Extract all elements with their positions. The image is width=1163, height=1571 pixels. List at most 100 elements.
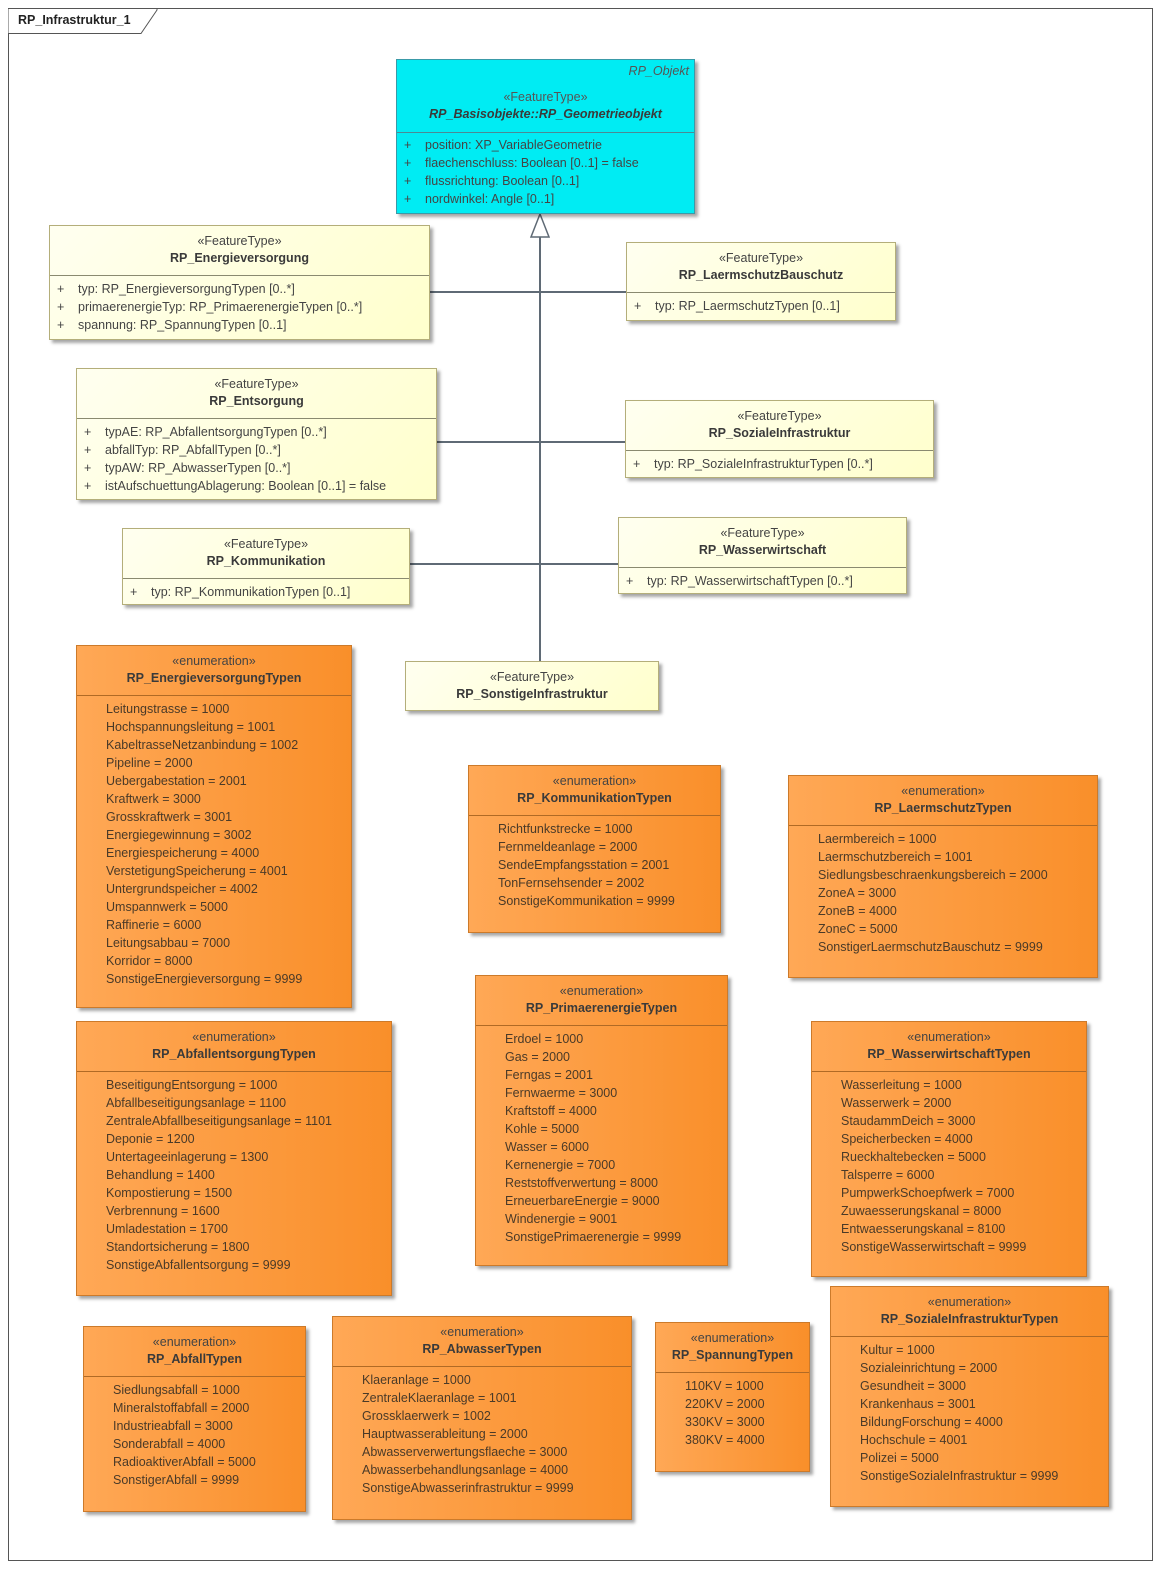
diagram-title: RP_Infrastruktur_1 [18,13,131,27]
enum-rp-abwassertypen[interactable]: «enumeration» RP_AbwasserTypen Klaeranlag… [332,1316,632,1520]
enum-stereotype: «enumeration» [152,1335,237,1349]
enum-literal: Erdoel = 1000 [505,1032,584,1046]
enum-rp-kommunikationtypen[interactable]: «enumeration»RP_KommunikationTypen Richt… [468,765,721,933]
enum-stereotype: «enumeration» [192,1030,276,1044]
enum-literal: Hochschule = 4001 [860,1433,968,1447]
class-separator [627,292,895,293]
attribute-row: +typAW: RP_AbwasserTypen [0..*] [84,461,291,475]
enum-literal: Hochspannungsleitung = 1001 [106,720,276,734]
generalization-arrowhead [529,211,551,238]
enum-literal: Wasserleitung = 1000 [841,1078,962,1092]
enum-name: RP_WasserwirtschaftTypen [867,1047,1031,1061]
class-rp-geometrieobjekt[interactable]: RP_Objekt «FeatureType» RP_Basisobjekte:… [396,59,695,214]
enum-literal: Klaeranlage = 1000 [362,1373,471,1387]
enum-literal: Energiegewinnung = 3002 [106,828,252,842]
class-name: RP_Entsorgung [209,394,304,408]
class-separator [77,418,436,419]
class-stereotype: «FeatureType» [737,409,822,423]
enum-literal: Speicherbecken = 4000 [841,1132,973,1146]
enum-literal: BildungForschung = 4000 [860,1415,1003,1429]
enum-stereotype: «enumeration» [690,1331,775,1345]
enum-rp-laermschutztypen[interactable]: «enumeration»RP_LaermschutzTypen Laermbe… [788,775,1098,978]
enum-name: RP_AbfallTypen [147,1352,242,1366]
class-attributes: +typ: RP_LaermschutzTypen [0..1] [627,297,895,315]
attribute-row: +typ: RP_LaermschutzTypen [0..1] [634,299,840,313]
class-stereotype: «FeatureType» [718,251,804,265]
class-rp-sonstigeinfrastruktur[interactable]: «FeatureType» RP_SonstigeInfrastruktur [405,661,659,711]
enum-literal: SonstigeEnergieversorgung = 9999 [106,972,303,986]
enum-literal: SonstigePrimaerenergie = 9999 [505,1230,682,1244]
class-name: RP_Kommunikation [206,554,326,568]
enum-literal: Hauptwasserableitung = 2000 [362,1427,528,1441]
enum-literal: Siedlungsbeschraenkungsbereich = 2000 [818,868,1048,882]
enum-literal: RadioaktiverAbfall = 5000 [113,1455,256,1469]
frame-tab-shape [8,8,158,34]
class-rp-sozialeinfrastruktur[interactable]: «FeatureType» RP_SozialeInfrastruktur +t… [625,400,934,478]
enum-name: RP_EnergieversorgungTypen [126,671,302,685]
class-attributes: +position: XP_VariableGeometrie +flaeche… [397,136,694,208]
enum-rp-energieversorgungtypen[interactable]: «enumeration»RP_EnergieversorgungTypen L… [76,645,352,1008]
enum-literal: Rueckhaltebecken = 5000 [841,1150,986,1164]
class-rp-kommunikation[interactable]: «FeatureType» RP_Kommunikation +typ: RP_… [122,528,410,605]
enum-rp-abfalltypen[interactable]: «enumeration» RP_AbfallTypen Siedlungsabf… [83,1326,306,1512]
enum-literal: SendeEmpfangsstation = 2001 [498,858,670,872]
class-rp-entsorgung[interactable]: «FeatureType» RP_Entsorgung +typAE: RP_A… [76,368,437,500]
enum-separator [812,1071,1086,1072]
enum-literal: Deponie = 1200 [106,1132,195,1146]
enum-literal: SonstigerAbfall = 9999 [113,1473,240,1487]
enum-literal: Talsperre = 6000 [841,1168,935,1182]
enum-separator [333,1366,631,1367]
enum-stereotype: «enumeration» [552,774,637,788]
enum-rp-primaerenergietypen[interactable]: «enumeration»RP_PrimaerenergieTypen Erdo… [475,975,728,1266]
class-separator [619,567,906,568]
enum-literal: Laermschutzbereich = 1001 [818,850,973,864]
enum-literal: Abwasserverwertungsflaeche = 3000 [362,1445,568,1459]
class-rp-laermschutzbauschutz[interactable]: «FeatureType» RP_LaermschutzBauschutz +t… [626,242,896,321]
enum-separator [77,695,351,696]
class-separator [626,450,933,451]
enum-literal: Umspannwerk = 5000 [106,900,228,914]
class-name: RP_Energieversorgung [170,251,309,265]
enum-literal: Abwasserbehandlungsanlage = 4000 [362,1463,569,1477]
class-attributes: +typAE: RP_AbfallentsorgungTypen [0..*] … [77,423,436,495]
class-attributes: +typ: RP_SozialeInfrastrukturTypen [0..*… [626,455,933,473]
class-stereotype: «FeatureType» [720,526,805,540]
enum-literal: Polizei = 5000 [860,1451,939,1465]
attribute-row: +primaerenergieTyp: RP_PrimaerenergieTyp… [57,300,363,314]
class-name: RP_LaermschutzBauschutz [678,268,844,282]
enum-literal: Entwaesserungskanal = 8100 [841,1222,1006,1236]
enum-literal: ZoneA = 3000 [818,886,897,900]
enum-separator [476,1025,727,1026]
class-separator [123,578,409,579]
enum-stereotype: «enumeration» [440,1325,524,1339]
class-stereotype: «FeatureType» [503,90,588,104]
attribute-row: +typ: RP_WasserwirtschaftTypen [0..*] [626,574,853,588]
enum-literal: BeseitigungEntsorgung = 1000 [106,1078,278,1092]
enum-name: RP_AbwasserTypen [422,1342,542,1356]
enum-rp-wasserwirtschafttypen[interactable]: «enumeration» RP_WasserwirtschaftTypen Wa… [811,1021,1087,1277]
enum-literal: Energiespeicherung = 4000 [106,846,260,860]
class-attributes: +typ: RP_EnergieversorgungTypen [0..*] +… [50,280,429,334]
enum-rp-sozialeinfrastrukturtypen[interactable]: «enumeration»RP_SozialeInfrastrukturType… [830,1286,1109,1507]
enum-literal: Pipeline = 2000 [106,756,193,770]
enum-literal: Reststoffverwertung = 8000 [505,1176,658,1190]
attribute-row: +typAE: RP_AbfallentsorgungTypen [0..*] [84,425,327,439]
enum-literal: Uebergabestation = 2001 [106,774,247,788]
class-rp-energieversorgung[interactable]: «FeatureType» RP_Energieversorgung +typ:… [49,225,430,340]
enum-literal: Richtfunkstrecke = 1000 [498,822,633,836]
enum-literal: Behandlung = 1400 [106,1168,215,1182]
enum-rp-abfallentsorgungtypen[interactable]: «enumeration»RP_AbfallentsorgungTypen Be… [76,1021,392,1296]
enum-stereotype: «enumeration» [901,784,985,798]
enum-rp-spannungtypen[interactable]: «enumeration»RP_SpannungTypen 110KV = 10… [655,1322,810,1472]
enum-stereotype: «enumeration» [907,1030,991,1044]
enum-literal: Korridor = 8000 [106,954,193,968]
enum-literal: Kohle = 5000 [505,1122,580,1136]
enum-literal: Gas = 2000 [505,1050,570,1064]
class-rp-wasserwirtschaft[interactable]: «FeatureType» RP_Wasserwirtschaft +typ: … [618,517,907,594]
